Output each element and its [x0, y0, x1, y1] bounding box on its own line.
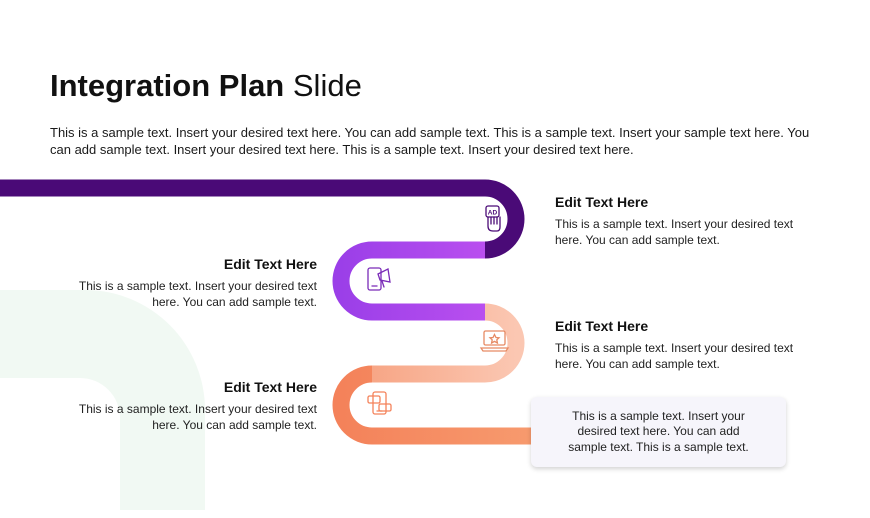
- step-3-heading[interactable]: Edit Text Here: [555, 318, 649, 334]
- chat-phone-icon: [367, 391, 392, 415]
- road-segment-4: [332, 365, 531, 445]
- title-bold: Integration Plan: [50, 68, 285, 103]
- road-segment-3: [372, 303, 525, 383]
- title-light: Slide: [292, 68, 362, 103]
- ad-hand-icon: AD: [485, 205, 501, 232]
- intro-paragraph: This is a sample text. Insert your desir…: [50, 125, 810, 157]
- step-1-body[interactable]: This is a sample text. Insert your desir…: [555, 217, 794, 247]
- step-2-heading[interactable]: Edit Text Here: [223, 256, 317, 272]
- slide-title: Integration Plan Slide: [50, 66, 362, 106]
- callout-text[interactable]: This is a sample text. Insert your desir…: [568, 408, 749, 454]
- road-segment-1: [0, 179, 525, 259]
- step-2-body[interactable]: This is a sample text. Insert your desir…: [78, 279, 317, 309]
- step-3-text: Edit Text Here This is a sample text. In…: [555, 317, 795, 372]
- step-1-text: Edit Text Here This is a sample text. In…: [555, 193, 795, 248]
- laptop-star-icon: [479, 330, 510, 352]
- road-segment-2: [332, 241, 485, 321]
- step-3-body[interactable]: This is a sample text. Insert your desir…: [555, 341, 794, 371]
- callout-box: This is a sample text. Insert your desir…: [531, 397, 786, 467]
- step-4-heading[interactable]: Edit Text Here: [223, 379, 317, 395]
- step-4-body[interactable]: This is a sample text. Insert your desir…: [78, 402, 317, 432]
- step-4-text: Edit Text Here This is a sample text. In…: [77, 378, 317, 433]
- svg-text:AD: AD: [488, 210, 498, 217]
- megaphone-phone-icon: [367, 267, 391, 291]
- step-1-heading[interactable]: Edit Text Here: [555, 194, 649, 210]
- step-2-text: Edit Text Here This is a sample text. In…: [77, 255, 317, 310]
- winding-road-diagram: AD: [0, 179, 531, 445]
